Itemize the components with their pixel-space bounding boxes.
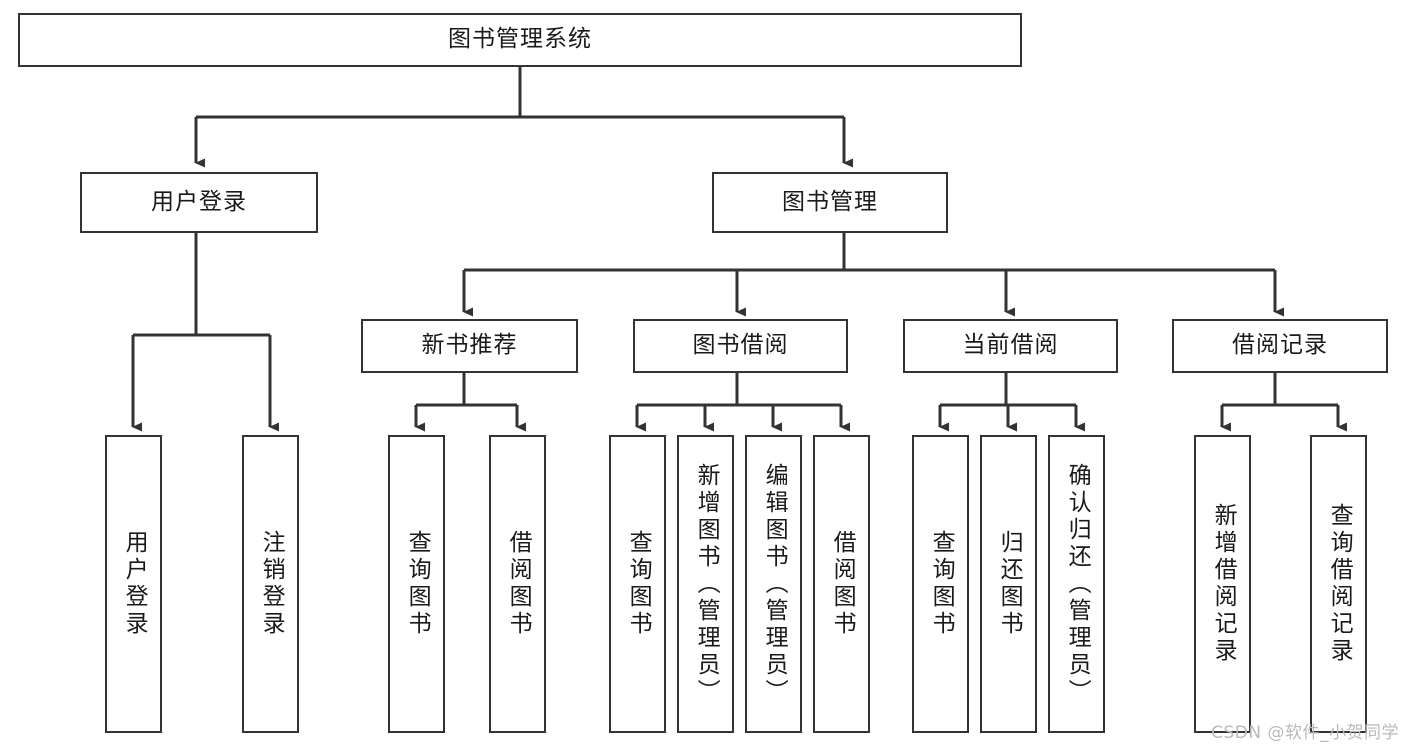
node-root[interactable]: 图书管理系统 bbox=[18, 13, 1022, 67]
node-leaf-edit-book-label: 编辑图书（管理员） bbox=[761, 462, 788, 706]
node-leaf-add-book-label: 新增图书（管理员） bbox=[693, 462, 720, 706]
node-book-manage[interactable]: 图书管理 bbox=[712, 172, 948, 233]
node-leaf-logout-label: 注销登录 bbox=[258, 530, 285, 638]
node-borrow-record-label: 借阅记录 bbox=[1232, 332, 1328, 359]
node-leaf-confirm-return-label: 确认归还（管理员） bbox=[1064, 462, 1091, 706]
node-current-borrow-label: 当前借阅 bbox=[962, 332, 1059, 359]
node-user-login[interactable]: 用户登录 bbox=[80, 172, 318, 233]
node-leaf-add-record-label: 新增借阅记录 bbox=[1210, 503, 1237, 665]
node-leaf-borrow-book-2[interactable]: 借阅图书 bbox=[813, 435, 870, 733]
node-borrow-record[interactable]: 借阅记录 bbox=[1172, 319, 1388, 373]
node-current-borrow[interactable]: 当前借阅 bbox=[903, 319, 1118, 373]
node-book-borrow[interactable]: 图书借阅 bbox=[633, 319, 848, 373]
node-leaf-query-book-1-label: 查询图书 bbox=[404, 530, 431, 638]
node-leaf-user-login[interactable]: 用户登录 bbox=[105, 435, 162, 733]
node-leaf-return-book-label: 归还图书 bbox=[996, 530, 1023, 638]
node-book-borrow-label: 图书借阅 bbox=[692, 332, 789, 359]
csdn-watermark: CSDN @软件_小贺同学 bbox=[1211, 723, 1399, 743]
node-leaf-edit-book[interactable]: 编辑图书（管理员） bbox=[745, 435, 802, 733]
node-leaf-add-book[interactable]: 新增图书（管理员） bbox=[677, 435, 734, 733]
node-leaf-logout[interactable]: 注销登录 bbox=[242, 435, 299, 733]
node-leaf-borrow-book-1-label: 借阅图书 bbox=[505, 530, 532, 638]
node-leaf-query-book-2-label: 查询图书 bbox=[625, 530, 652, 638]
node-new-book-recommend-label: 新书推荐 bbox=[421, 332, 518, 359]
node-leaf-query-record[interactable]: 查询借阅记录 bbox=[1310, 435, 1367, 733]
node-root-label: 图书管理系统 bbox=[448, 26, 592, 53]
node-leaf-query-book-2[interactable]: 查询图书 bbox=[609, 435, 666, 733]
node-leaf-user-login-label: 用户登录 bbox=[121, 530, 148, 638]
node-leaf-query-book-1[interactable]: 查询图书 bbox=[388, 435, 445, 733]
node-new-book-recommend[interactable]: 新书推荐 bbox=[361, 319, 578, 373]
node-leaf-query-book-3[interactable]: 查询图书 bbox=[912, 435, 969, 733]
node-leaf-query-record-label: 查询借阅记录 bbox=[1326, 503, 1353, 665]
node-leaf-borrow-book-2-label: 借阅图书 bbox=[829, 530, 856, 638]
node-leaf-query-book-3-label: 查询图书 bbox=[928, 530, 955, 638]
node-leaf-add-record[interactable]: 新增借阅记录 bbox=[1194, 435, 1251, 733]
node-leaf-confirm-return[interactable]: 确认归还（管理员） bbox=[1048, 435, 1105, 733]
node-leaf-return-book[interactable]: 归还图书 bbox=[980, 435, 1037, 733]
node-book-manage-label: 图书管理 bbox=[782, 188, 878, 215]
node-user-login-label: 用户登录 bbox=[151, 188, 247, 215]
node-leaf-borrow-book-1[interactable]: 借阅图书 bbox=[489, 435, 546, 733]
